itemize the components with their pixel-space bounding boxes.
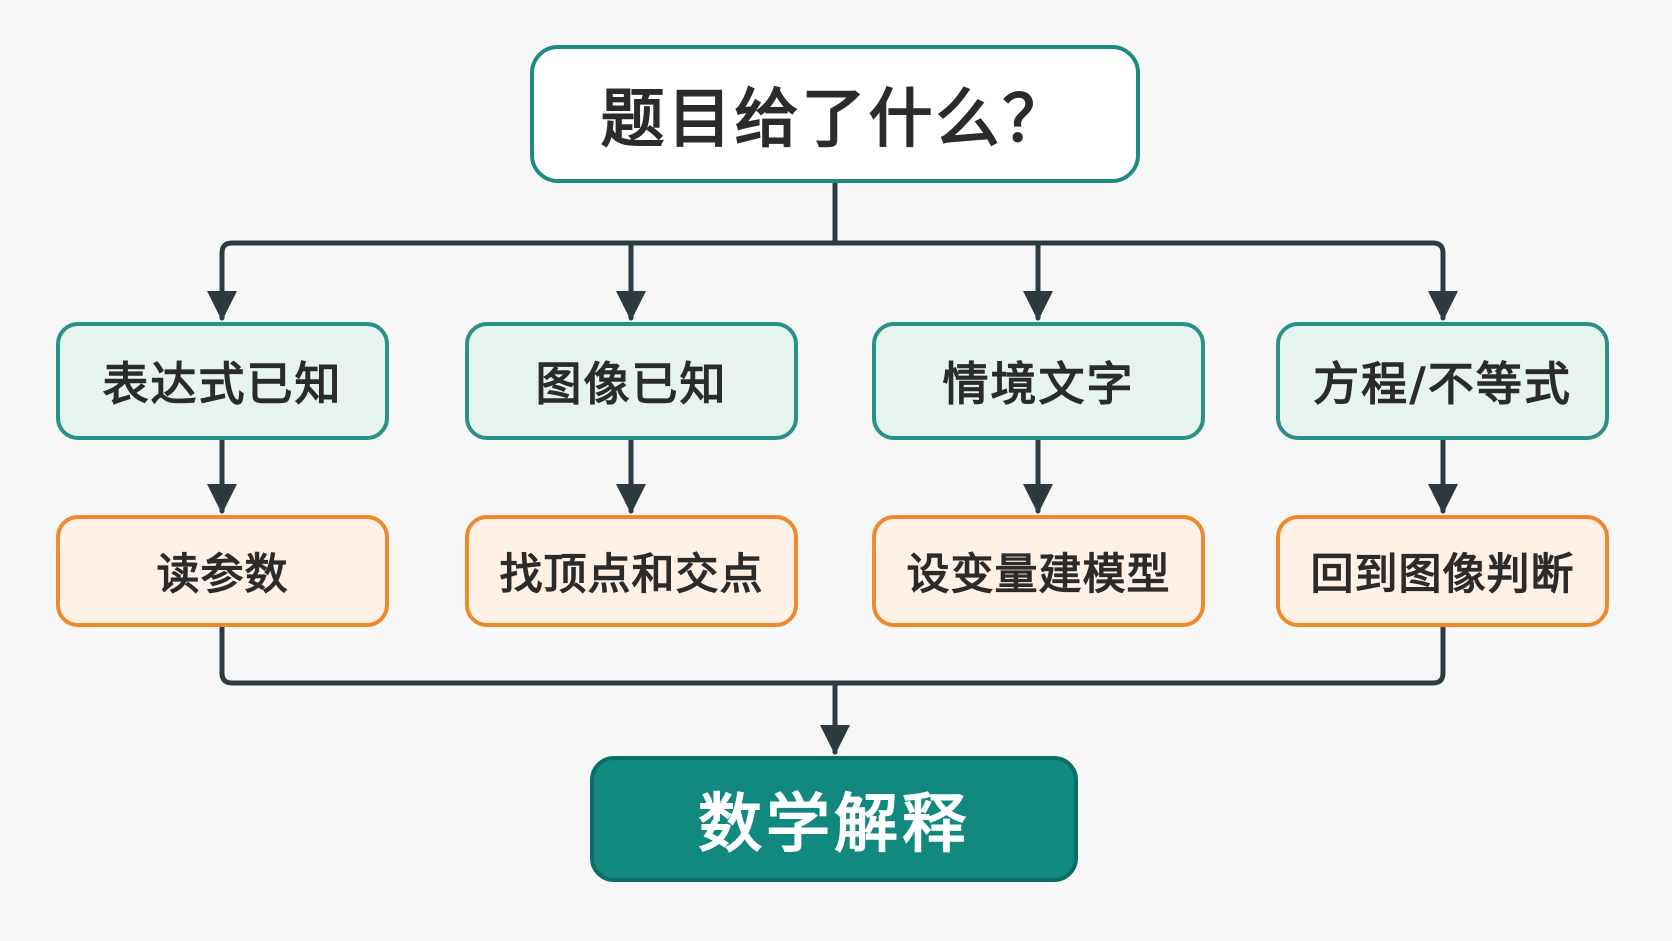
given-box-graph: 图像已知 [465, 322, 798, 440]
root-question-label: 题目给了什么？ [600, 83, 1070, 157]
given-label-context-text: 情境文字 [942, 357, 1135, 411]
given-box-context-text: 情境文字 [872, 322, 1205, 440]
given-box-expression: 表达式已知 [56, 322, 389, 440]
action-label-build-model: 设变量建模型 [906, 550, 1171, 600]
result-box-math-interpretation: 数学解释 [590, 756, 1078, 882]
action-label-read-parameters: 读参数 [156, 550, 289, 600]
given-label-equation-inequality: 方程/不等式 [1313, 357, 1572, 411]
action-box-read-parameters: 读参数 [56, 515, 389, 627]
given-label-graph: 图像已知 [535, 357, 728, 411]
action-label-find-vertex-intersections: 找顶点和交点 [499, 550, 764, 600]
root-question-box: 题目给了什么？ [530, 45, 1140, 183]
action-box-build-model: 设变量建模型 [872, 515, 1205, 627]
given-label-expression: 表达式已知 [102, 357, 343, 411]
action-box-find-vertex-intersections: 找顶点和交点 [465, 515, 798, 627]
result-label: 数学解释 [698, 788, 970, 862]
given-box-equation-inequality: 方程/不等式 [1276, 322, 1609, 440]
action-label-judge-by-graph: 回到图像判断 [1310, 550, 1575, 600]
action-box-judge-by-graph: 回到图像判断 [1276, 515, 1609, 627]
bottom-bus-line [219, 624, 1446, 686]
top-bus-line [219, 240, 1446, 273]
